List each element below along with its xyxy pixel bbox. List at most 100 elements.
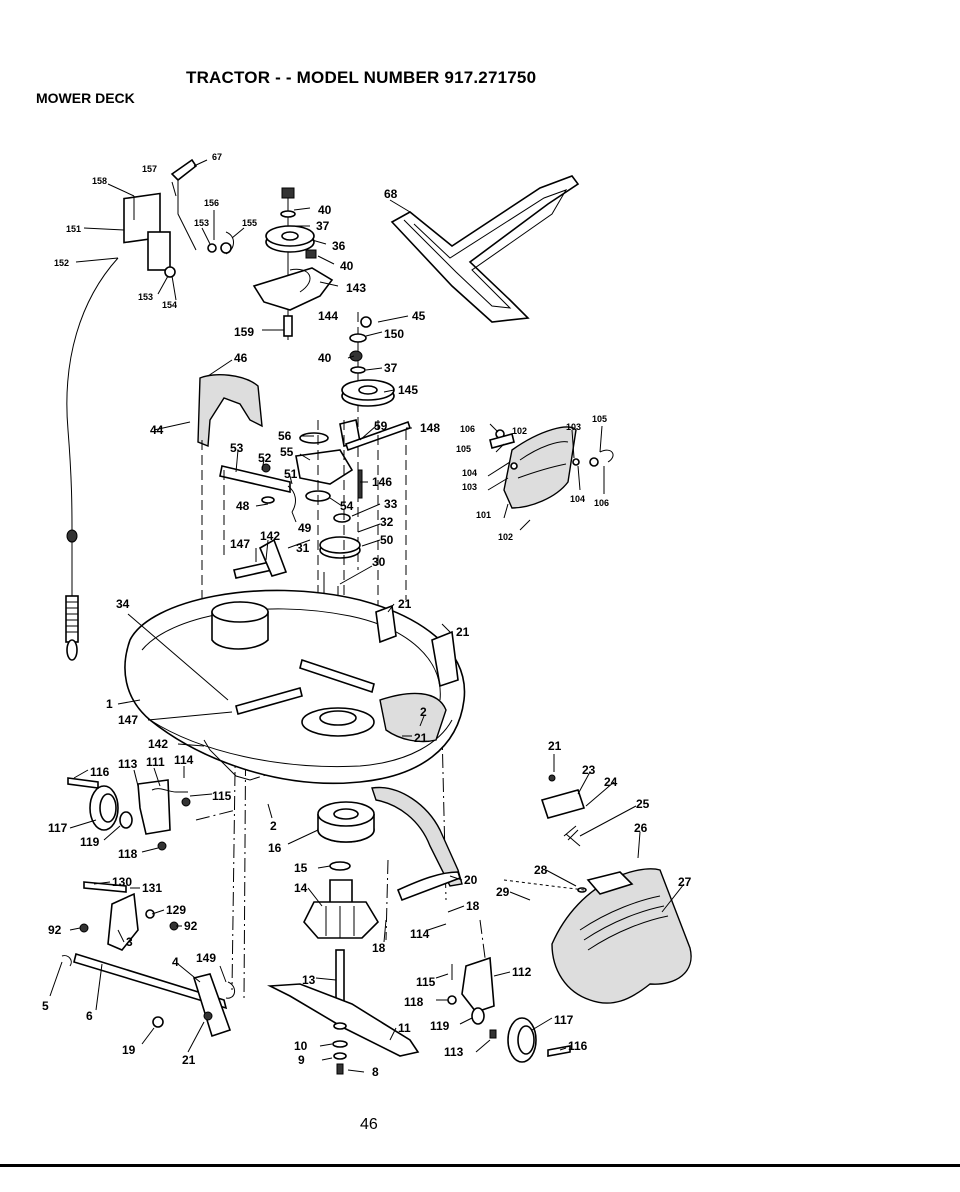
callout-label: 24 (604, 775, 618, 789)
callout-label: 10 (294, 1039, 308, 1053)
callout-label: 92 (184, 919, 198, 933)
callout-label: 104 (570, 494, 585, 504)
callout-label: 106 (594, 498, 609, 508)
callout-label: 9 (298, 1053, 305, 1067)
callout-label: 156 (204, 198, 219, 208)
callout-label: 117 (48, 821, 68, 835)
callout-label: 2 (270, 819, 277, 833)
callout-label: 113 (444, 1045, 464, 1059)
callout-label: 116 (90, 765, 110, 779)
callout-label: 20 (464, 873, 478, 887)
callout-label: 106 (460, 424, 475, 434)
callout-label: 40 (340, 259, 354, 273)
callout-label: 157 (142, 164, 157, 174)
hanger-bracket-drawing (61, 881, 235, 1038)
callout-label: 103 (462, 482, 477, 492)
callout-label: 36 (332, 239, 346, 253)
callout-label: 25 (636, 797, 650, 811)
callout-label: 59 (374, 419, 388, 433)
callout-label: 21 (548, 739, 562, 753)
bottom-rule (0, 1164, 960, 1167)
callout-label: 23 (582, 763, 596, 777)
callout-label: 55 (280, 445, 294, 459)
callout-label: 8 (372, 1065, 379, 1079)
callout-label: 113 (118, 757, 138, 771)
callout-label: 34 (116, 597, 130, 611)
callout-label: 148 (420, 421, 440, 435)
callout-label: 13 (302, 973, 316, 987)
drive-pulley-drawing (341, 312, 395, 570)
callout-label: 27 (678, 875, 692, 889)
callout-label: 114 (410, 927, 430, 941)
callout-label: 130 (112, 875, 132, 889)
callout-label: 155 (242, 218, 257, 228)
mower-deck-housing-drawing (124, 589, 466, 785)
callout-label: 158 (92, 176, 107, 186)
callout-label: 92 (48, 923, 62, 937)
callout-label: 151 (66, 224, 81, 234)
callout-label: 150 (384, 327, 404, 341)
discharge-chute-drawing (503, 774, 692, 1004)
idler-pulley-drawing (252, 187, 334, 340)
callout-label: 21 (414, 731, 428, 745)
callout-label: 119 (80, 835, 100, 849)
callout-label: 26 (634, 821, 648, 835)
callout-label: 154 (162, 300, 177, 310)
callout-label: 102 (498, 532, 513, 542)
callout-label: 18 (372, 941, 386, 955)
callout-label: 48 (236, 499, 250, 513)
callout-label: 129 (166, 903, 186, 917)
callout-label: 147 (118, 713, 138, 727)
deflector-shield-drawing (489, 426, 614, 509)
callout-label: 37 (316, 219, 330, 233)
callout-label: 6 (86, 1009, 93, 1023)
callout-label: 118 (404, 995, 424, 1009)
callout-label: 51 (284, 467, 298, 481)
lift-cable-drawing (65, 158, 234, 661)
callout-label: 146 (372, 475, 392, 489)
callout-label: 11 (398, 1021, 411, 1035)
callout-label: 117 (554, 1013, 574, 1027)
callout-label: 32 (380, 515, 394, 529)
callout-label: 115 (416, 975, 436, 989)
callout-label: 104 (462, 468, 477, 478)
callout-label: 1 (106, 697, 113, 711)
v-belt-drawing (390, 175, 580, 323)
callout-label: 116 (568, 1039, 588, 1053)
callout-label: 3 (126, 935, 133, 949)
page-number: 46 (360, 1116, 378, 1133)
callout-label: 5 (42, 999, 49, 1013)
callout-label: 21 (456, 625, 470, 639)
callout-label: 49 (298, 521, 312, 535)
callout-label: 142 (148, 737, 168, 751)
callout-label: 68 (384, 187, 398, 201)
gauge-wheel-left-drawing (67, 777, 191, 851)
spindle-drawing (267, 801, 420, 1075)
callout-label: 14 (294, 881, 308, 895)
callout-label: 114 (174, 753, 194, 767)
callout-label: 21 (182, 1053, 196, 1067)
callout-label: 56 (278, 429, 292, 443)
callout-label: 102 (512, 426, 527, 436)
callout-label: 142 (260, 529, 280, 543)
callout-label: 101 (476, 510, 491, 520)
callout-label: 29 (496, 885, 510, 899)
callout-label: 2 (420, 705, 427, 719)
callout-label: 131 (142, 881, 162, 895)
page-title: TRACTOR - - MODEL NUMBER 917.271750 (186, 68, 537, 87)
idler-arm-drawing (219, 419, 412, 650)
callout-label: 143 (346, 281, 366, 295)
deck-support-arm-drawing (396, 871, 462, 902)
callout-label: 44 (150, 423, 164, 437)
callout-label: 40 (318, 351, 332, 365)
callout-label: 119 (430, 1019, 450, 1033)
callout-label: 105 (592, 414, 607, 424)
callout-label: 118 (118, 847, 138, 861)
callout-label: 52 (258, 451, 272, 465)
callout-label: 40 (318, 203, 332, 217)
callout-label: 37 (384, 361, 398, 375)
callout-label: 112 (512, 965, 532, 979)
callout-label: 67 (212, 152, 222, 162)
callout-label: 54 (340, 499, 354, 513)
